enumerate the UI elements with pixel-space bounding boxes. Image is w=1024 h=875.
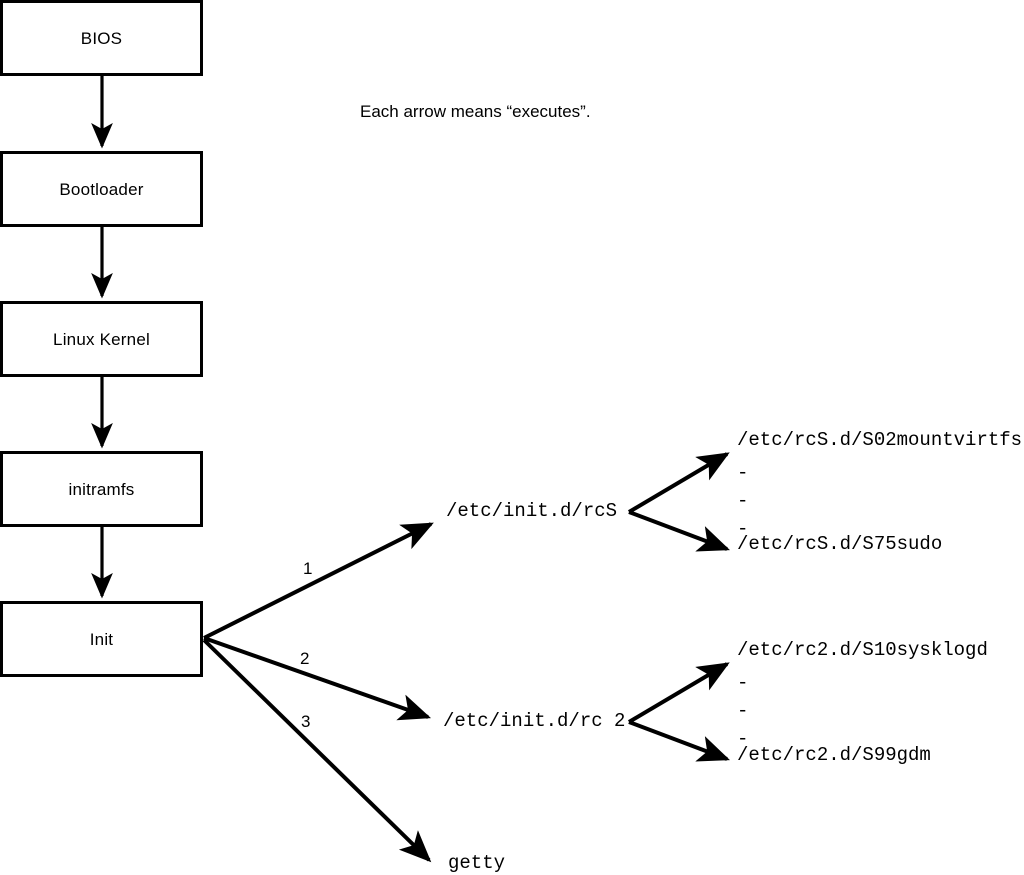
rc2-ellipsis-mark-3: - <box>737 728 749 750</box>
rcS-ellipsis: - - - <box>737 459 748 543</box>
arrow-init-to-rcS <box>203 522 434 640</box>
label-rc2-script[interactable]: /etc/init.d/rc 2 <box>443 710 626 732</box>
node-linux-kernel[interactable]: Linux Kernel <box>0 301 203 377</box>
arrow-rcS-to-last <box>628 510 730 552</box>
rc2-ellipsis: - - - <box>737 669 748 753</box>
label-rcS-last-script[interactable]: /etc/rcS.d/S75sudo <box>737 533 943 555</box>
rc2-ellipsis-mark-1: - <box>737 672 749 694</box>
arrow-init-to-rc2 <box>203 636 432 721</box>
label-rc2-first-script[interactable]: /etc/rc2.d/S10sysklogd <box>737 639 988 661</box>
node-initramfs-label: initramfs <box>68 479 135 499</box>
node-bootloader[interactable]: Bootloader <box>0 151 203 227</box>
edge-label-1: 1 <box>303 559 313 578</box>
node-init[interactable]: Init <box>0 601 203 677</box>
node-bios[interactable]: BIOS <box>0 0 203 76</box>
diagram-caption: Each arrow means “executes”. <box>360 102 591 121</box>
label-rc2-last-script[interactable]: /etc/rc2.d/S99gdm <box>737 744 931 766</box>
node-initramfs[interactable]: initramfs <box>0 451 203 527</box>
label-rcS-script[interactable]: /etc/init.d/rcS <box>446 500 618 522</box>
node-init-label: Init <box>89 629 114 649</box>
edge-label-2: 2 <box>300 649 310 668</box>
arrow-rc2-to-first <box>627 662 730 724</box>
arrow-rc2-to-last <box>628 720 730 762</box>
rcS-ellipsis-mark-3: - <box>737 518 749 540</box>
node-bios-label: BIOS <box>80 28 123 48</box>
rc2-ellipsis-mark-2: - <box>737 700 749 722</box>
edge-label-3: 3 <box>301 712 311 731</box>
rcS-ellipsis-mark-1: - <box>737 462 749 484</box>
arrow-init-to-getty <box>202 638 432 863</box>
arrow-rcS-to-first <box>627 452 730 514</box>
node-bootloader-label: Bootloader <box>59 179 144 199</box>
label-getty[interactable]: getty <box>448 852 506 874</box>
rcS-ellipsis-mark-2: - <box>737 490 749 512</box>
node-linux-kernel-label: Linux Kernel <box>53 329 150 349</box>
label-rcS-first-script[interactable]: /etc/rcS.d/S02mountvirtfs <box>737 429 1023 451</box>
